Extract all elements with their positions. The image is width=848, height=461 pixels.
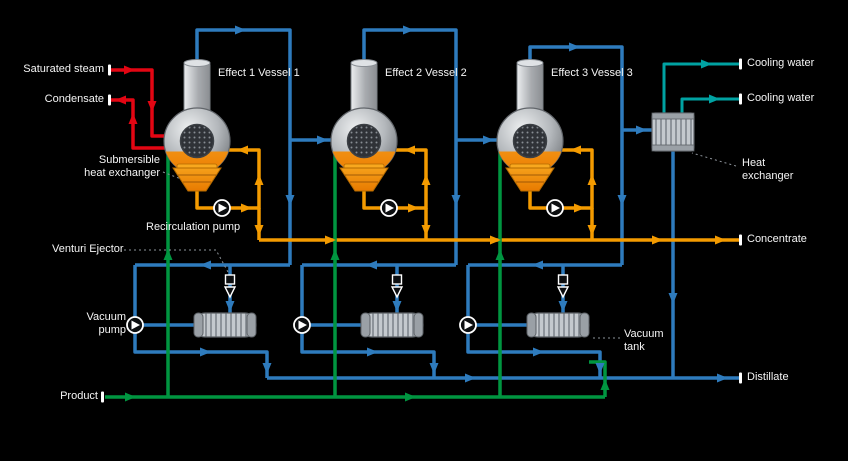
vacuum-pump-3 <box>459 316 477 334</box>
label-vacuum-tank: Vacuum tank <box>624 328 664 353</box>
recirculation-pump-2 <box>380 199 398 217</box>
leader-venturi-ejector <box>124 249 229 273</box>
vacuum-tanks <box>193 312 590 338</box>
vacuum-pump-2 <box>293 316 311 334</box>
boundary-tick <box>739 372 742 384</box>
product-pipes <box>105 131 607 399</box>
label-effect-1: Effect 1 Vessel 1 <box>218 67 300 79</box>
label-cooling-water-out: Cooling water <box>747 57 815 69</box>
vacuum-pump-1 <box>126 316 144 334</box>
label-effect-2: Effect 2 Vessel 2 <box>385 67 467 79</box>
boundary-tick <box>739 234 742 246</box>
concentrate-pipes <box>195 148 741 242</box>
label-product: Product <box>60 390 98 402</box>
pipe-cooling-water-in <box>680 97 741 113</box>
label-heat-exchanger: Heat exchanger <box>742 157 794 182</box>
label-distillate: Distillate <box>747 371 789 383</box>
recirculation-pump-3 <box>546 199 564 217</box>
heat-exchanger <box>651 112 695 152</box>
label-submersible-heat-exchanger: Submersible heat exchanger <box>84 154 160 179</box>
boundary-tick <box>739 93 742 105</box>
label-effect-3: Effect 3 Vessel 3 <box>551 67 633 79</box>
leader-heat-exchanger <box>691 152 737 167</box>
cooling-water-pipes <box>662 62 741 113</box>
recirculation-pump-1 <box>213 199 231 217</box>
pipe-cooling-water-out <box>662 62 741 113</box>
label-condensate: Condensate <box>44 93 104 105</box>
label-concentrate: Concentrate <box>747 233 807 245</box>
label-venturi-ejector: Venturi Ejector <box>52 243 124 255</box>
boundary-tick <box>108 94 111 106</box>
boundary-ticks <box>101 58 742 403</box>
label-leaders <box>124 152 737 339</box>
vacuum-tank-1 <box>193 312 257 338</box>
vacuum-tank-3 <box>526 312 590 338</box>
vacuum-tank-2 <box>360 312 424 338</box>
leader-submersible-hx <box>162 171 182 180</box>
label-cooling-water-in: Cooling water <box>747 92 815 104</box>
label-recirculation-pump: Recirculation pump <box>146 221 241 233</box>
boundary-tick <box>101 391 104 403</box>
label-vacuum-pump: Vacuum pump <box>86 311 126 336</box>
label-saturated-steam: Saturated steam <box>23 63 104 75</box>
boundary-tick <box>739 58 742 70</box>
boundary-tick <box>108 64 111 76</box>
